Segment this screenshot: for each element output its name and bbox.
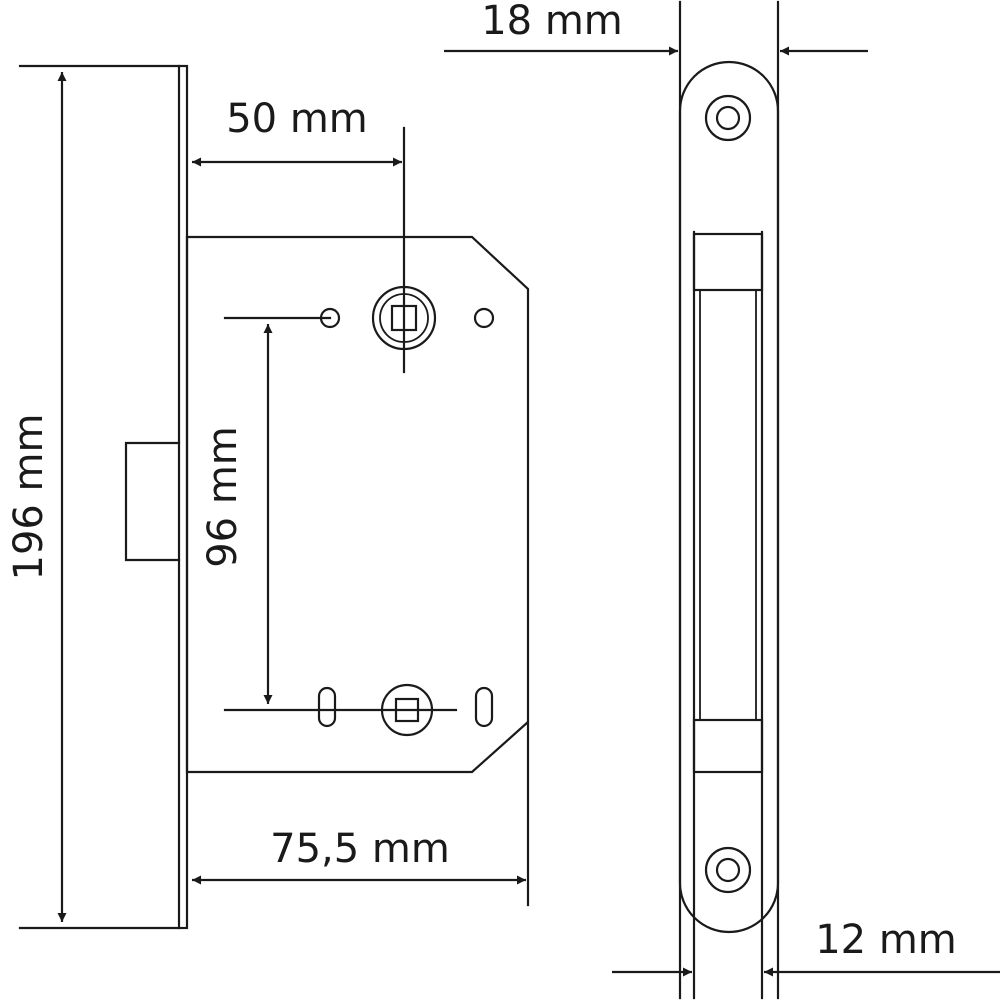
screw-top bbox=[704, 94, 752, 142]
dim-strike-label: 12 mm bbox=[815, 917, 957, 963]
screw-bottom bbox=[704, 846, 752, 894]
dim-depth-label: 75,5 mm bbox=[270, 826, 450, 872]
side-view: 196 mm 50 mm 96 mm 75,5 mm bbox=[6, 64, 530, 930]
front-view: 18 mm 12 mm bbox=[444, 0, 1000, 1000]
faceplate-front bbox=[678, 60, 780, 934]
screw-hole-right bbox=[473, 307, 495, 329]
slot-hole-left bbox=[317, 686, 337, 728]
dim-center-label: 96 mm bbox=[200, 426, 246, 568]
spindle-follower bbox=[223, 126, 495, 374]
faceplate-side bbox=[177, 64, 189, 930]
slot-hole-right bbox=[474, 686, 494, 728]
dim-height-label: 196 mm bbox=[6, 414, 52, 581]
thumbturn-follower bbox=[223, 683, 494, 737]
latch-opening bbox=[692, 232, 764, 292]
dim-faceplate-label: 18 mm bbox=[481, 0, 623, 44]
bolt-opening bbox=[692, 718, 764, 774]
dim-backset-label: 50 mm bbox=[226, 96, 368, 142]
latch-bolt bbox=[124, 441, 181, 562]
